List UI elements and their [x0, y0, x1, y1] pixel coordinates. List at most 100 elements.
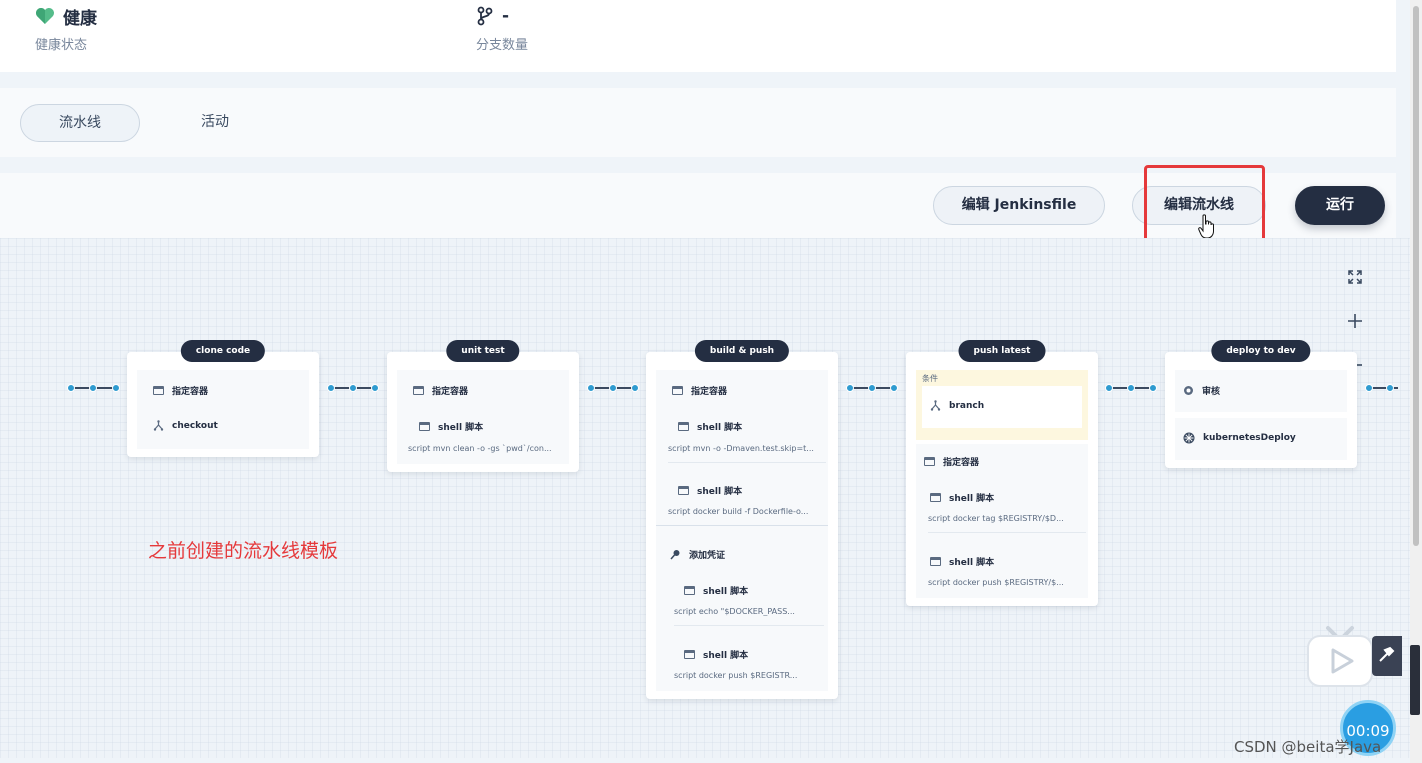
stage-title: build & push [694, 340, 790, 362]
step-script: script docker push $REGISTR... [674, 671, 798, 680]
pipeline-toolbar: 编辑 Jenkinsfile 编辑流水线 运行 [0, 173, 1396, 238]
step-checkout[interactable]: checkout [153, 420, 218, 431]
step-script: script mvn clean -o -gs `pwd`/con... [408, 444, 552, 453]
run-button[interactable]: 运行 [1295, 186, 1385, 225]
step-bg [1175, 418, 1347, 460]
terminal-icon [153, 386, 164, 395]
step-review[interactable]: 审核 [1183, 384, 1220, 397]
step-shell[interactable]: shell 脚本 [678, 420, 742, 433]
step-label: kubernetesDeploy [1203, 433, 1296, 443]
stage-deploy-to-dev[interactable]: deploy to dev 审核 kubernetesDeploy [1165, 340, 1357, 468]
step-label: 审核 [1202, 387, 1221, 397]
scrollbar-thumb[interactable] [1413, 6, 1419, 546]
stats-card: 健康 健康状态 - 分支数量 [0, 0, 1396, 72]
terminal-icon [419, 422, 430, 431]
step-script: script docker build -f Dockerfile-o... [668, 507, 809, 516]
stage-title: unit test [446, 340, 520, 362]
stage-title: deploy to dev [1211, 340, 1311, 362]
step-label: shell 脚本 [438, 423, 484, 433]
branch-icon [930, 400, 941, 411]
step-label: shell 脚本 [949, 494, 995, 504]
step-shell[interactable]: shell 脚本 [930, 555, 994, 568]
stage-unit-test[interactable]: unit test 指定容器 shell 脚本 script mvn clean… [387, 340, 579, 472]
step-container[interactable]: 指定容器 [672, 384, 727, 397]
terminal-icon [678, 422, 689, 431]
health-value: 健康 [63, 8, 97, 29]
step-label: shell 脚本 [697, 423, 743, 433]
branch-icon [477, 6, 493, 26]
heart-icon [36, 8, 54, 24]
stage-title: clone code [180, 340, 266, 362]
step-script: script docker push $REGISTRY/$... [928, 578, 1064, 587]
branch-label: 分支数量 [476, 38, 529, 53]
step-script: script echo "$DOCKER_PASS... [674, 607, 795, 616]
condition-item[interactable]: branch [922, 386, 1082, 428]
terminal-icon [930, 493, 941, 502]
step-label: shell 脚本 [949, 558, 995, 568]
level-indicator [1410, 645, 1420, 715]
stage-build-push[interactable]: build & push 指定容器 shell 脚本 script mvn -o… [646, 340, 838, 699]
tv-play-icon[interactable] [1306, 624, 1374, 688]
zoom-in-icon[interactable] [1347, 313, 1363, 329]
recording-timer: 00:09 [1340, 700, 1396, 756]
step-script: script docker tag $REGISTRY/$D... [928, 514, 1064, 523]
key-icon [670, 550, 680, 560]
stage-steps: 审核 kubernetesDeploy [1175, 370, 1347, 460]
annotation-text: 之前创建的流水线模板 [148, 540, 339, 562]
step-label: 指定容器 [172, 387, 209, 397]
step-container[interactable]: 指定容器 [924, 455, 979, 468]
hand-cursor-icon [1198, 214, 1214, 239]
terminal-icon [678, 486, 689, 495]
fullscreen-icon[interactable] [1348, 270, 1362, 284]
branch-value: - [502, 6, 510, 26]
health-stat: 健康 健康状态 [35, 6, 97, 53]
step-container[interactable]: 指定容器 [413, 384, 468, 397]
tab-activity[interactable]: 活动 [201, 114, 229, 130]
step-shell[interactable]: shell 脚本 [684, 648, 748, 661]
health-label: 健康状态 [35, 38, 88, 53]
condition-label: 条件 [922, 374, 938, 383]
tool-panel[interactable] [1372, 636, 1402, 676]
terminal-icon [930, 557, 941, 566]
terminal-icon [684, 650, 695, 659]
step-label: checkout [172, 420, 218, 431]
step-credential[interactable]: 添加凭证 [670, 548, 725, 561]
stage-steps: 指定容器 shell 脚本 script mvn -o -Dmaven.test… [656, 370, 828, 691]
step-label: 指定容器 [432, 387, 469, 397]
step-label: 添加凭证 [689, 551, 726, 561]
stage-title: push latest [958, 340, 1046, 362]
step-kubernetes-deploy[interactable]: kubernetesDeploy [1183, 432, 1296, 444]
divider [674, 625, 824, 626]
terminal-icon [413, 386, 424, 395]
divider [656, 525, 828, 526]
step-label: 指定容器 [943, 458, 980, 468]
condition-box[interactable]: 条件 branch [916, 370, 1088, 440]
step-shell[interactable]: shell 脚本 [930, 491, 994, 504]
divider [928, 532, 1086, 533]
hammer-icon [1379, 646, 1395, 662]
step-script: script mvn -o -Dmaven.test.skip=t... [668, 444, 814, 453]
kubernetes-icon [1183, 432, 1195, 444]
stage-steps: 指定容器 shell 脚本 script docker tag $REGISTR… [916, 444, 1088, 598]
watermark: CSDN @beita学Java [1234, 738, 1382, 756]
stage-steps: 指定容器 checkout [137, 370, 309, 449]
tab-pipeline[interactable]: 流水线 [20, 104, 140, 142]
edit-jenkinsfile-button[interactable]: 编辑 Jenkinsfile [933, 186, 1105, 225]
tab-bar: 流水线 活动 [0, 88, 1396, 157]
stage-clone-code[interactable]: clone code 指定容器 checkout [127, 340, 319, 457]
step-shell[interactable]: shell 脚本 [684, 584, 748, 597]
step-shell[interactable]: shell 脚本 [678, 484, 742, 497]
divider [668, 462, 826, 463]
step-shell[interactable]: shell 脚本 [419, 420, 483, 433]
terminal-icon [672, 386, 683, 395]
edit-pipeline-button[interactable]: 编辑流水线 [1132, 186, 1266, 225]
step-label: shell 脚本 [697, 487, 743, 497]
step-label: 指定容器 [691, 387, 728, 397]
step-label: shell 脚本 [703, 587, 749, 597]
step-branch: branch [930, 400, 984, 411]
stage-push-latest[interactable]: push latest 条件 branch 指定容器 shell 脚本 scri… [906, 340, 1098, 606]
step-bg [1175, 370, 1347, 412]
branch-stat: - 分支数量 [476, 6, 528, 53]
review-icon [1184, 386, 1193, 395]
step-container[interactable]: 指定容器 [153, 384, 208, 397]
